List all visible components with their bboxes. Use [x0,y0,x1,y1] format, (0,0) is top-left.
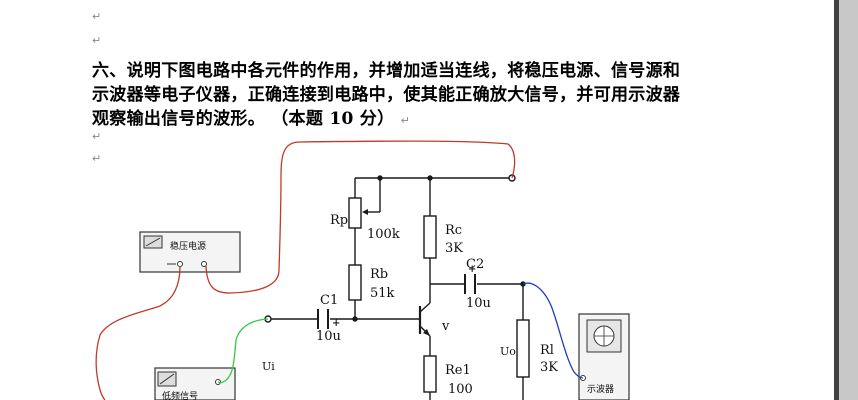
re1-name: Re1 [445,363,471,378]
rb-name: Rb [370,267,388,282]
paragraph-mark: ↵ [92,10,102,23]
paragraph-mark: ↵ [400,114,411,127]
question-line-2: 示波器等电子仪器，正确连接到电路中，使其能正确放大信号，并可用示波器 [92,80,680,105]
signal-source-box: 低频信号 [154,367,236,400]
rc-resistor [423,215,437,259]
paragraph-mark: ↵ [92,130,102,143]
ui-label: Ui [262,360,275,373]
rp-name: Rp [330,213,348,228]
power-supply-label: 稳压电源 [170,240,206,252]
power-supply-terminal-neg [177,261,183,267]
green-wire-input [217,318,269,384]
power-supply-box: 稳压电源 [139,231,241,273]
oscilloscope-label: 示波器 [587,383,614,395]
c1-polarity: + [332,318,340,329]
question-line-3: 观察输出信号的波形。 （本题 10 分） ↵ [92,104,410,129]
power-supply-terminal-pos [201,261,207,267]
rp-wiper-arrow [362,209,368,215]
oscilloscope-box: 示波器 [578,313,630,400]
question-text-line-3: 观察输出信号的波形。 （本题 10 分） [92,109,395,129]
rl-value: 3K [540,360,558,375]
uo-label: Uo [500,345,516,358]
re1-value: 100 [448,382,473,397]
window-border [834,0,839,400]
vertical-scrollbar[interactable] [839,0,858,400]
supply-terminal [508,174,516,182]
c1-name: C1 [320,293,338,308]
paragraph-mark: ↵ [92,152,102,165]
red-wire-ground [95,265,181,400]
c2-value: 10u [466,296,491,311]
rb-resistor [348,264,362,301]
question-text-line-1: 六、说明下图电路中各元件的作用，并增加适当连线，将稳压电源、信号源和 [92,61,681,81]
question-text-line-2: 示波器等电子仪器，正确连接到电路中，使其能正确放大信号，并可用示波器 [92,85,681,105]
red-wire-supply [205,140,516,294]
rb-value: 51k [370,286,395,301]
question-line-1: 六、说明下图电路中各元件的作用，并增加适当连线，将稳压电源、信号源和 [92,56,680,81]
rc-value: 3K [445,241,463,256]
c2-name: C2 [466,257,484,272]
rp-resistor [348,197,362,229]
c1-value: 10u [316,329,341,344]
transistor-name: v [441,319,450,334]
rl-name: Rl [540,343,554,358]
re1-resistor [423,355,437,393]
emitter-arrow [423,329,430,336]
signal-source-label: 低频信号 [162,390,198,400]
rc-name: Rc [445,223,462,238]
c2-polarity: + [468,264,476,275]
blue-wire-output [522,282,584,379]
paragraph-mark: ↵ [92,34,102,47]
rl-resistor [516,319,530,378]
rp-value: 100k [367,227,400,242]
